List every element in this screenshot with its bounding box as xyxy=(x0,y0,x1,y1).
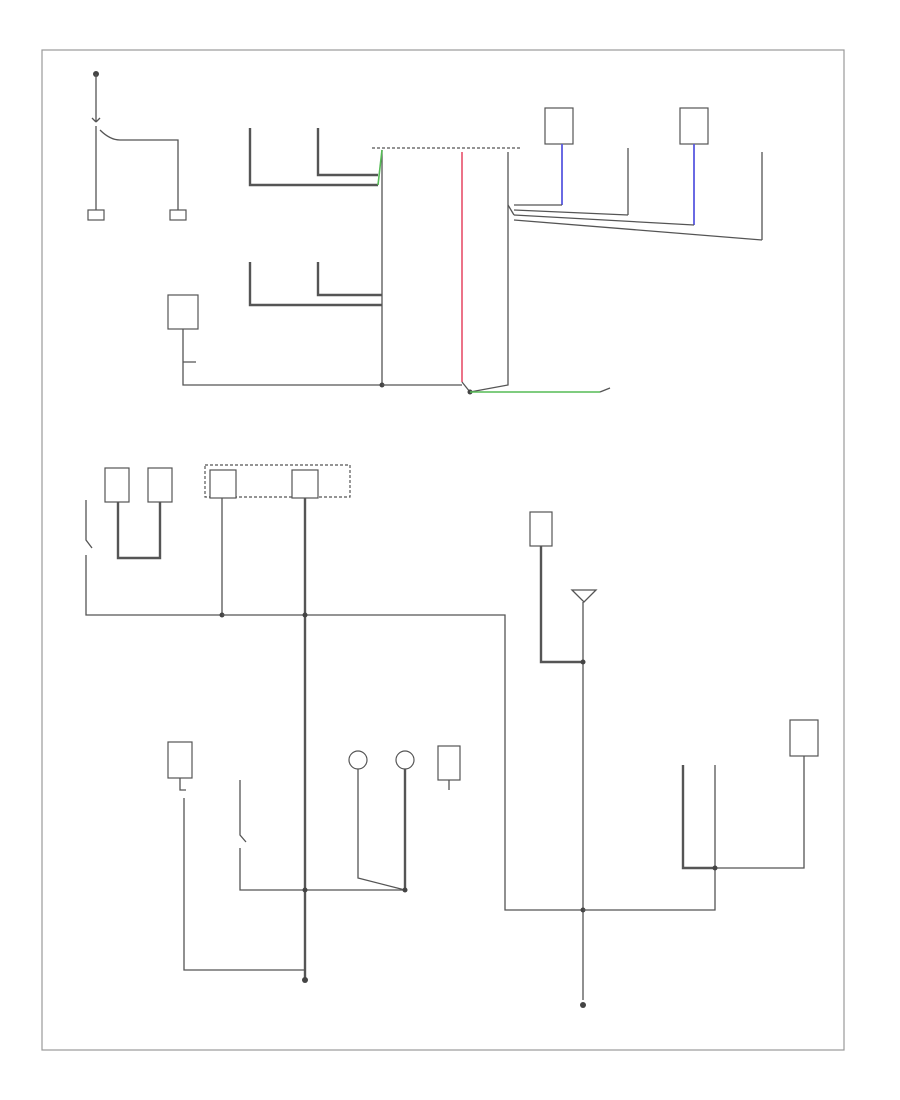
middle-left-section xyxy=(85,464,583,980)
left-switch-box xyxy=(167,294,199,330)
sensor-box-4 xyxy=(147,467,173,503)
diagram-frame xyxy=(41,49,845,1051)
battery-section xyxy=(87,71,187,221)
middle-right-section xyxy=(529,511,598,1008)
sensor-box-5 xyxy=(529,511,553,547)
bottom-right-section xyxy=(583,719,819,911)
sensor-box-8 xyxy=(789,719,819,757)
alternator-ground-terminal xyxy=(169,209,187,221)
sensor-box-7 xyxy=(437,745,461,781)
sensor-box-6 xyxy=(167,741,193,779)
bottom-left-section xyxy=(167,741,461,983)
battery-ground-terminal xyxy=(87,209,105,221)
sensor-box-3 xyxy=(104,467,130,503)
lamp-1 xyxy=(348,750,368,770)
sensor-box-2 xyxy=(679,107,709,145)
top-right-sensors xyxy=(507,107,763,241)
sensor-box-1 xyxy=(544,107,574,145)
lamp-2 xyxy=(395,750,415,770)
top-ground-bus xyxy=(167,128,611,395)
